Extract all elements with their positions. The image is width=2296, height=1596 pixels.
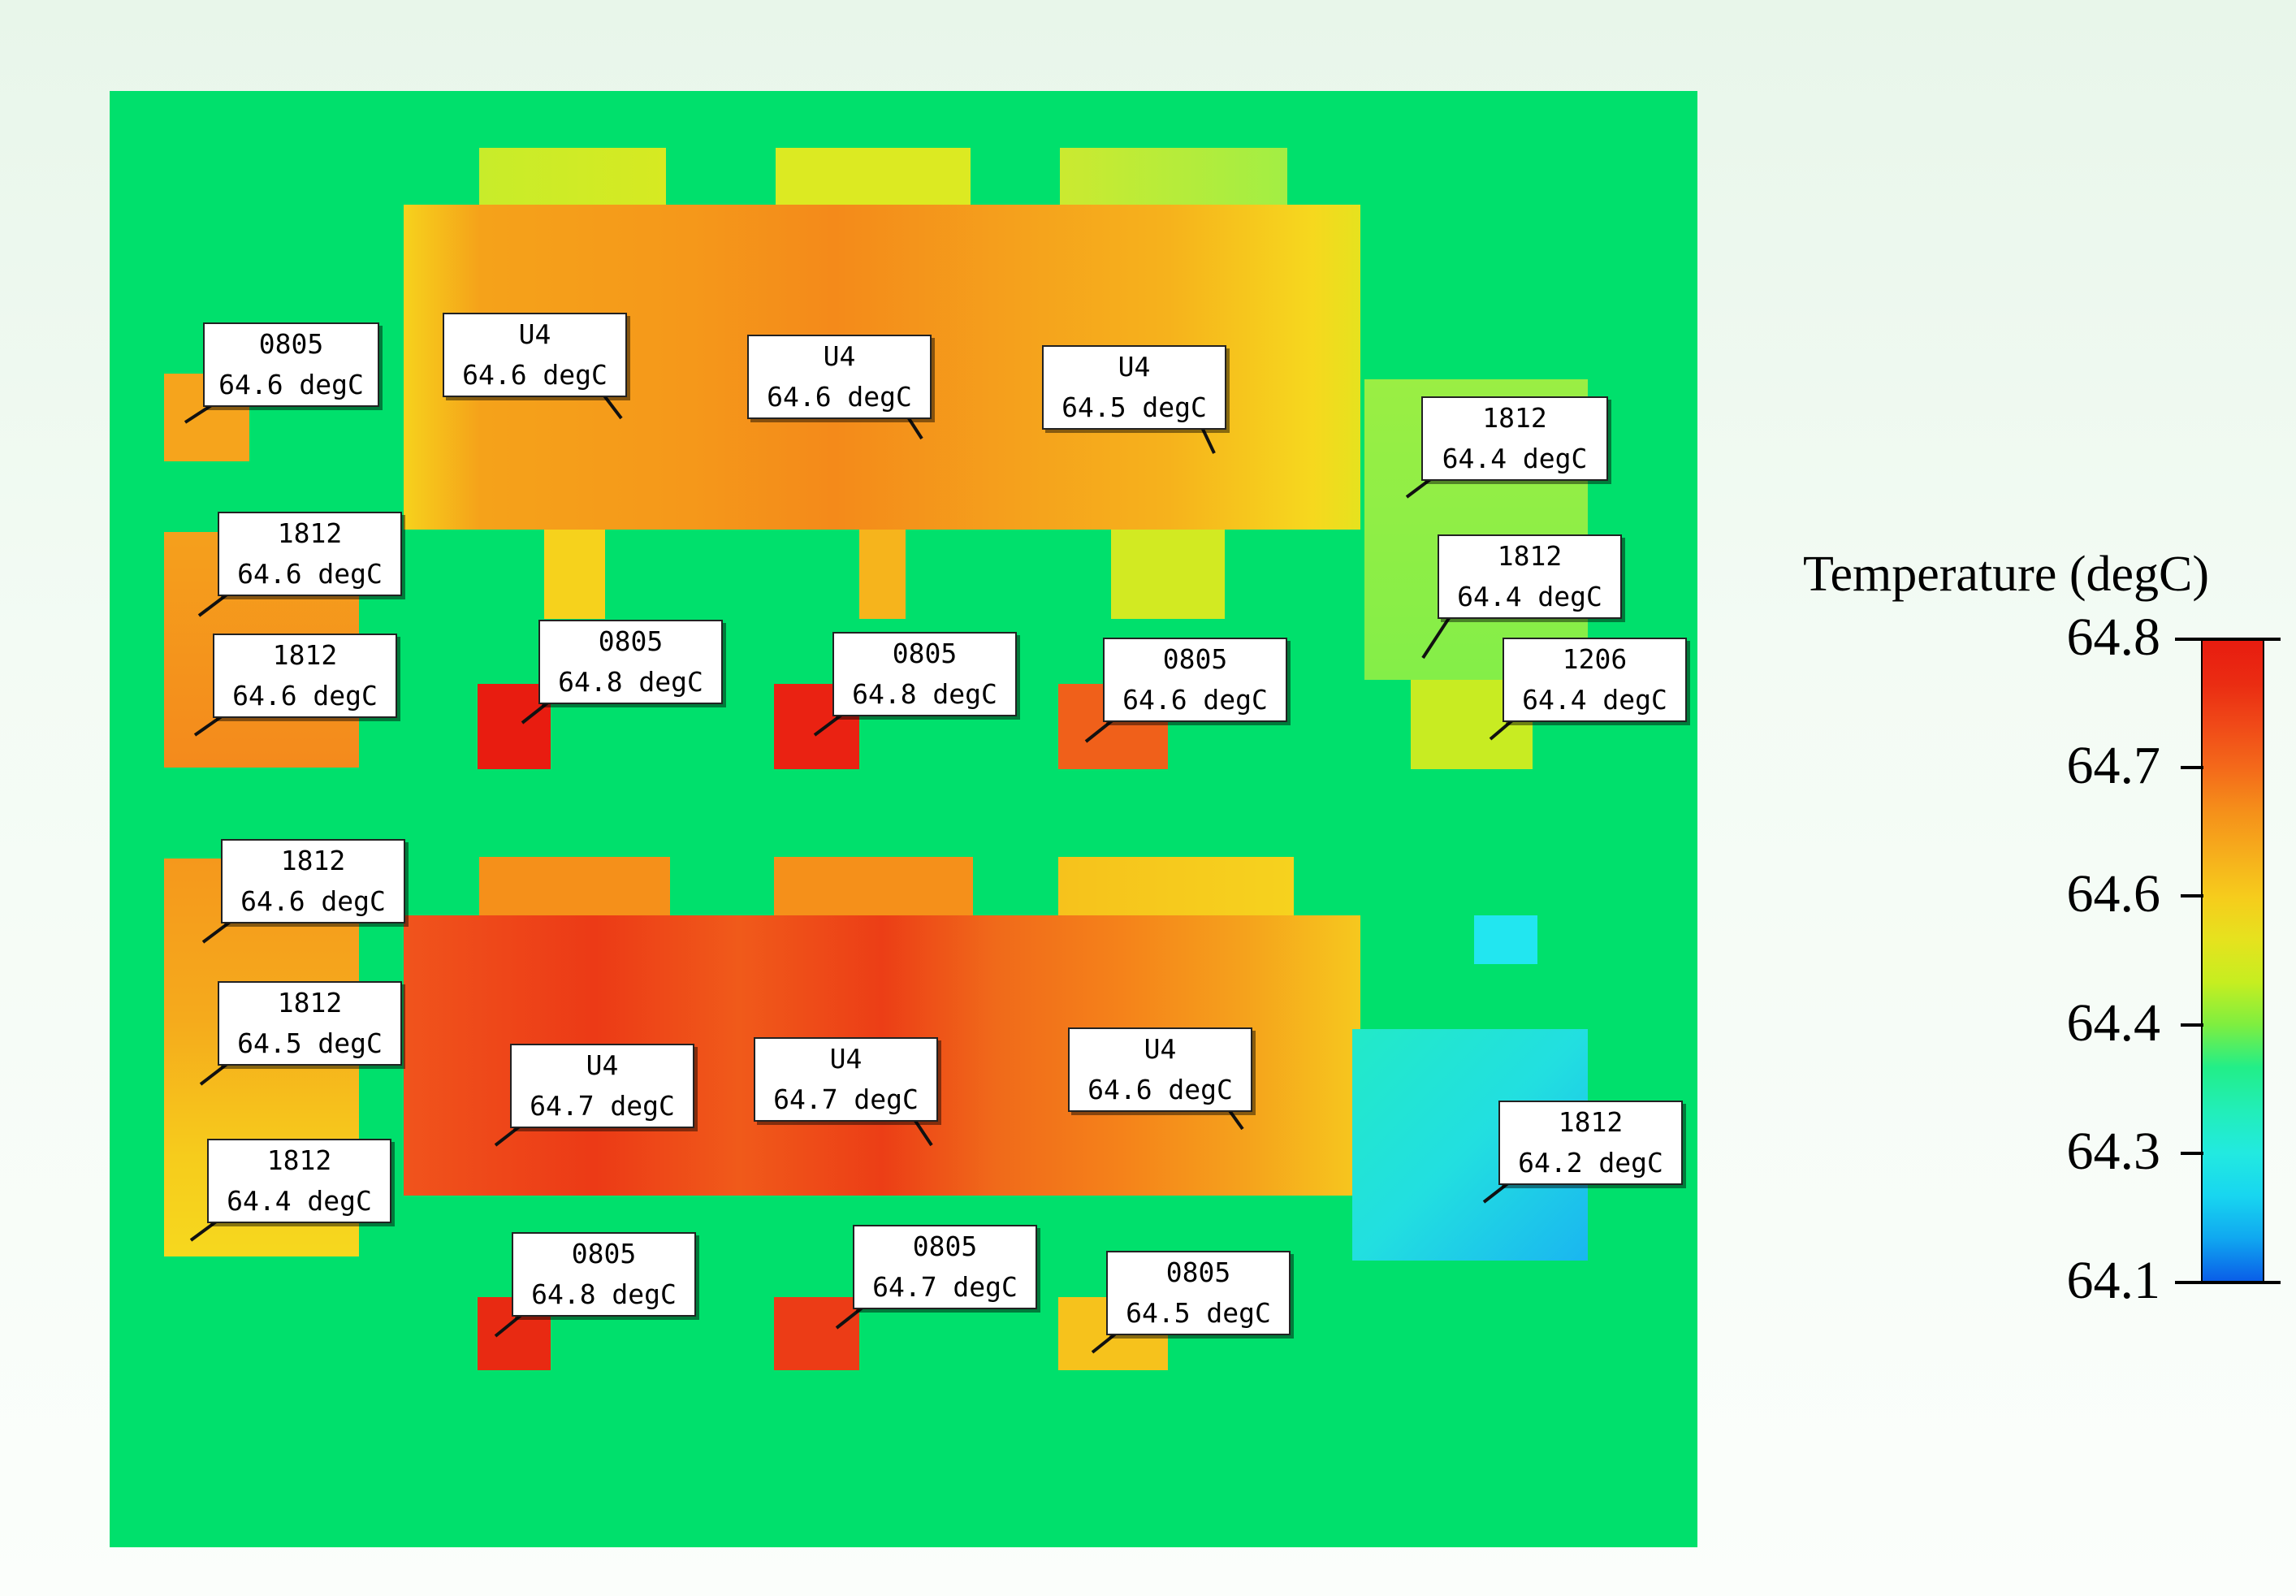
component-temperature: 64.6 degC bbox=[462, 359, 608, 391]
component-temperature-label: U4 64.7 degC bbox=[510, 1044, 694, 1128]
component-temperature-label: 1812 64.4 degC bbox=[1421, 396, 1608, 481]
component-name: U4 bbox=[829, 1043, 863, 1075]
u4-top-stub-2 bbox=[859, 530, 906, 619]
component-name: U4 bbox=[518, 318, 551, 350]
component-name: 0805 bbox=[912, 1231, 978, 1262]
component-name: U4 bbox=[586, 1049, 619, 1081]
u4-top-tab-2 bbox=[776, 148, 971, 205]
component-temperature-label: 1812 64.4 degC bbox=[207, 1139, 391, 1223]
component-name: 1812 bbox=[280, 845, 346, 876]
legend-tick-label: 64.8 bbox=[2066, 608, 2161, 667]
u4-top-tab-3 bbox=[1060, 148, 1287, 205]
legend-tick-label: 64.1 bbox=[2066, 1251, 2161, 1310]
legend-tick-label: 64.6 bbox=[2066, 864, 2161, 923]
component-name: 0805 bbox=[571, 1238, 637, 1269]
legend-tick-mark bbox=[2181, 894, 2203, 897]
u4-top-stub-1 bbox=[544, 530, 605, 619]
component-temperature: 64.4 degC bbox=[1442, 443, 1588, 474]
component-temperature-label: 0805 64.8 degC bbox=[832, 632, 1017, 716]
component-temperature: 64.6 degC bbox=[240, 885, 386, 917]
component-temperature-label: 0805 64.6 degC bbox=[203, 322, 379, 407]
legend-tick-label: 64.3 bbox=[2066, 1122, 2161, 1181]
component-temperature: 64.5 degC bbox=[237, 1027, 383, 1059]
component-temperature: 64.5 degC bbox=[1062, 391, 1207, 423]
component-temperature: 64.6 degC bbox=[1122, 684, 1268, 716]
component-name: 0805 bbox=[258, 328, 324, 360]
component-name: 1812 bbox=[1558, 1106, 1624, 1138]
component-temperature: 64.8 degC bbox=[852, 678, 997, 710]
component-temperature: 64.7 degC bbox=[773, 1083, 919, 1115]
component-name: 1812 bbox=[277, 987, 343, 1019]
component-temperature: 64.8 degC bbox=[531, 1278, 677, 1310]
component-name: 0805 bbox=[1162, 643, 1228, 675]
component-name: U4 bbox=[823, 340, 856, 372]
component-temperature-label: U4 64.5 degC bbox=[1042, 345, 1226, 430]
component-name: 1812 bbox=[272, 639, 338, 671]
component-name: 0805 bbox=[598, 625, 664, 657]
component-temperature: 64.4 degC bbox=[227, 1185, 372, 1217]
temperature-color-scale bbox=[2201, 639, 2264, 1282]
component-temperature-label: 1812 64.6 degC bbox=[221, 839, 405, 923]
component-temperature-label: U4 64.7 degC bbox=[754, 1037, 938, 1122]
component-temperature: 64.6 degC bbox=[1087, 1074, 1233, 1105]
legend-tick-mark bbox=[2181, 766, 2203, 769]
0805-bottom-2 bbox=[774, 1297, 859, 1370]
legend-tick-mark bbox=[2181, 1152, 2203, 1155]
component-temperature-label: U4 64.6 degC bbox=[443, 313, 627, 397]
legend-tick-label: 64.4 bbox=[2066, 993, 2161, 1053]
legend-tick-label: 64.7 bbox=[2066, 736, 2161, 795]
component-name: 1812 bbox=[277, 517, 343, 549]
component-temperature: 64.7 degC bbox=[872, 1271, 1018, 1303]
u4-bottom-tab-3 bbox=[1058, 857, 1294, 915]
u4-top-tab-1 bbox=[479, 148, 666, 205]
component-temperature: 64.6 degC bbox=[232, 680, 378, 711]
component-temperature-label: 1812 64.4 degC bbox=[1438, 534, 1622, 619]
legend-title: Temperature (degC) bbox=[1802, 547, 2210, 602]
component-name: 0805 bbox=[1165, 1256, 1231, 1288]
component-temperature-label: 1812 64.2 degC bbox=[1498, 1101, 1683, 1185]
component-name: 1812 bbox=[1482, 402, 1547, 434]
component-temperature-label: U4 64.6 degC bbox=[1068, 1027, 1252, 1112]
component-temperature: 64.4 degC bbox=[1522, 684, 1667, 716]
component-temperature: 64.7 degC bbox=[530, 1090, 675, 1122]
u4-top-stub-3 bbox=[1111, 530, 1225, 619]
component-temperature-label: 1812 64.6 degC bbox=[218, 512, 402, 596]
component-temperature-label: 0805 64.7 degC bbox=[853, 1225, 1037, 1309]
component-temperature: 64.6 degC bbox=[237, 558, 383, 590]
component-name: 1812 bbox=[266, 1144, 332, 1176]
small-cool-square bbox=[1474, 915, 1537, 964]
component-temperature-label: 1812 64.5 degC bbox=[218, 981, 402, 1066]
u4-bottom-tab-1 bbox=[479, 857, 670, 915]
legend-tick-mark bbox=[2175, 638, 2281, 641]
component-temperature: 64.6 degC bbox=[767, 381, 912, 413]
component-temperature-label: U4 64.6 degC bbox=[747, 335, 932, 419]
component-temperature-label: 0805 64.5 degC bbox=[1106, 1251, 1291, 1335]
component-temperature-label: 1812 64.6 degC bbox=[213, 634, 397, 718]
legend-tick-mark bbox=[2175, 1281, 2281, 1284]
circuit-board bbox=[110, 91, 1697, 1547]
component-name: 0805 bbox=[892, 638, 958, 669]
legend-tick-mark bbox=[2181, 1023, 2203, 1027]
component-name: 1812 bbox=[1497, 540, 1563, 572]
component-temperature: 64.8 degC bbox=[558, 666, 703, 698]
component-temperature-label: 0805 64.8 degC bbox=[538, 620, 723, 704]
component-temperature: 64.5 degC bbox=[1126, 1297, 1271, 1329]
component-name: U4 bbox=[1144, 1033, 1177, 1065]
component-temperature: 64.2 degC bbox=[1518, 1147, 1663, 1179]
component-name: 1206 bbox=[1562, 643, 1628, 675]
component-temperature-label: 0805 64.6 degC bbox=[1103, 638, 1287, 722]
u4-bottom-tab-2 bbox=[774, 857, 973, 915]
component-name: U4 bbox=[1118, 351, 1151, 383]
component-temperature: 64.4 degC bbox=[1457, 581, 1602, 612]
component-temperature-label: 0805 64.8 degC bbox=[512, 1232, 696, 1317]
component-temperature: 64.6 degC bbox=[218, 369, 364, 400]
component-temperature-label: 1206 64.4 degC bbox=[1503, 638, 1687, 722]
